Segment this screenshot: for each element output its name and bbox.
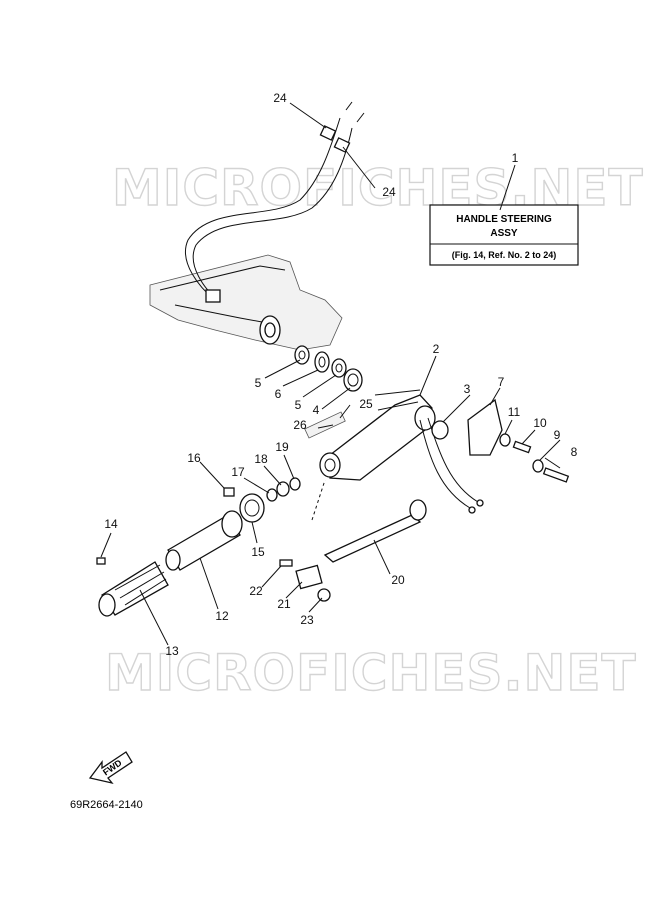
callout-10: 10 <box>533 416 547 430</box>
callout-7: 7 <box>498 375 505 389</box>
callout-21: 21 <box>277 597 291 611</box>
throttle-cables <box>185 101 365 303</box>
callout-labels: 1 2 3 4 5 6 5 7 8 9 10 11 12 13 14 15 16… <box>104 91 577 658</box>
leader-lines <box>100 102 561 646</box>
callout-5b: 5 <box>295 398 302 412</box>
callout-16: 16 <box>187 451 201 465</box>
callout-22: 22 <box>249 584 263 598</box>
fwd-arrow-icon: FWD <box>88 751 133 785</box>
callout-5a: 5 <box>255 376 262 390</box>
callout-26: 26 <box>293 418 307 432</box>
callout-9: 9 <box>554 428 561 442</box>
steering-handle-bracket <box>304 389 436 481</box>
watermark-bottom: MICROFICHES.NET <box>105 644 637 702</box>
callout-19: 19 <box>275 440 289 454</box>
friction-block <box>279 559 331 602</box>
callout-12: 12 <box>215 609 229 623</box>
callout-23: 23 <box>300 613 314 627</box>
callout-3: 3 <box>464 382 471 396</box>
throttle-tube <box>165 510 243 571</box>
callout-14: 14 <box>104 517 118 531</box>
callout-24-right: 24 <box>382 185 396 199</box>
callout-4: 4 <box>313 403 320 417</box>
bolts-and-washers <box>499 433 570 483</box>
bracket-plate <box>431 398 503 456</box>
grip-screw <box>96 557 106 565</box>
small-parts <box>223 477 301 502</box>
collar <box>239 493 265 523</box>
steering-mount <box>259 315 281 345</box>
callout-6: 6 <box>275 387 282 401</box>
callout-25: 25 <box>359 397 373 411</box>
bottom-cowling-outline <box>149 254 343 351</box>
callout-2: 2 <box>433 342 440 356</box>
throttle-grip <box>98 561 169 617</box>
diagram-code: 69R2664-2140 <box>70 799 143 811</box>
callout-15: 15 <box>251 545 265 559</box>
callout-8: 8 <box>571 445 578 459</box>
washers <box>294 345 363 392</box>
callout-20: 20 <box>391 573 405 587</box>
ref-box-title: HANDLE STEERING <box>456 214 552 225</box>
callout-17: 17 <box>231 465 245 479</box>
reference-box: HANDLE STEERING ASSY (Fig. 14, Ref. No. … <box>429 204 579 266</box>
ref-box-subtitle: ASSY <box>490 228 518 239</box>
callout-24-top: 24 <box>273 91 287 105</box>
callout-1: 1 <box>512 151 519 165</box>
callout-18: 18 <box>254 452 268 466</box>
callout-11: 11 <box>508 405 521 419</box>
callout-13: 13 <box>165 644 179 658</box>
ref-box-note: (Fig. 14, Ref. No. 2 to 24) <box>452 250 557 260</box>
throttle-shaft <box>323 499 427 563</box>
